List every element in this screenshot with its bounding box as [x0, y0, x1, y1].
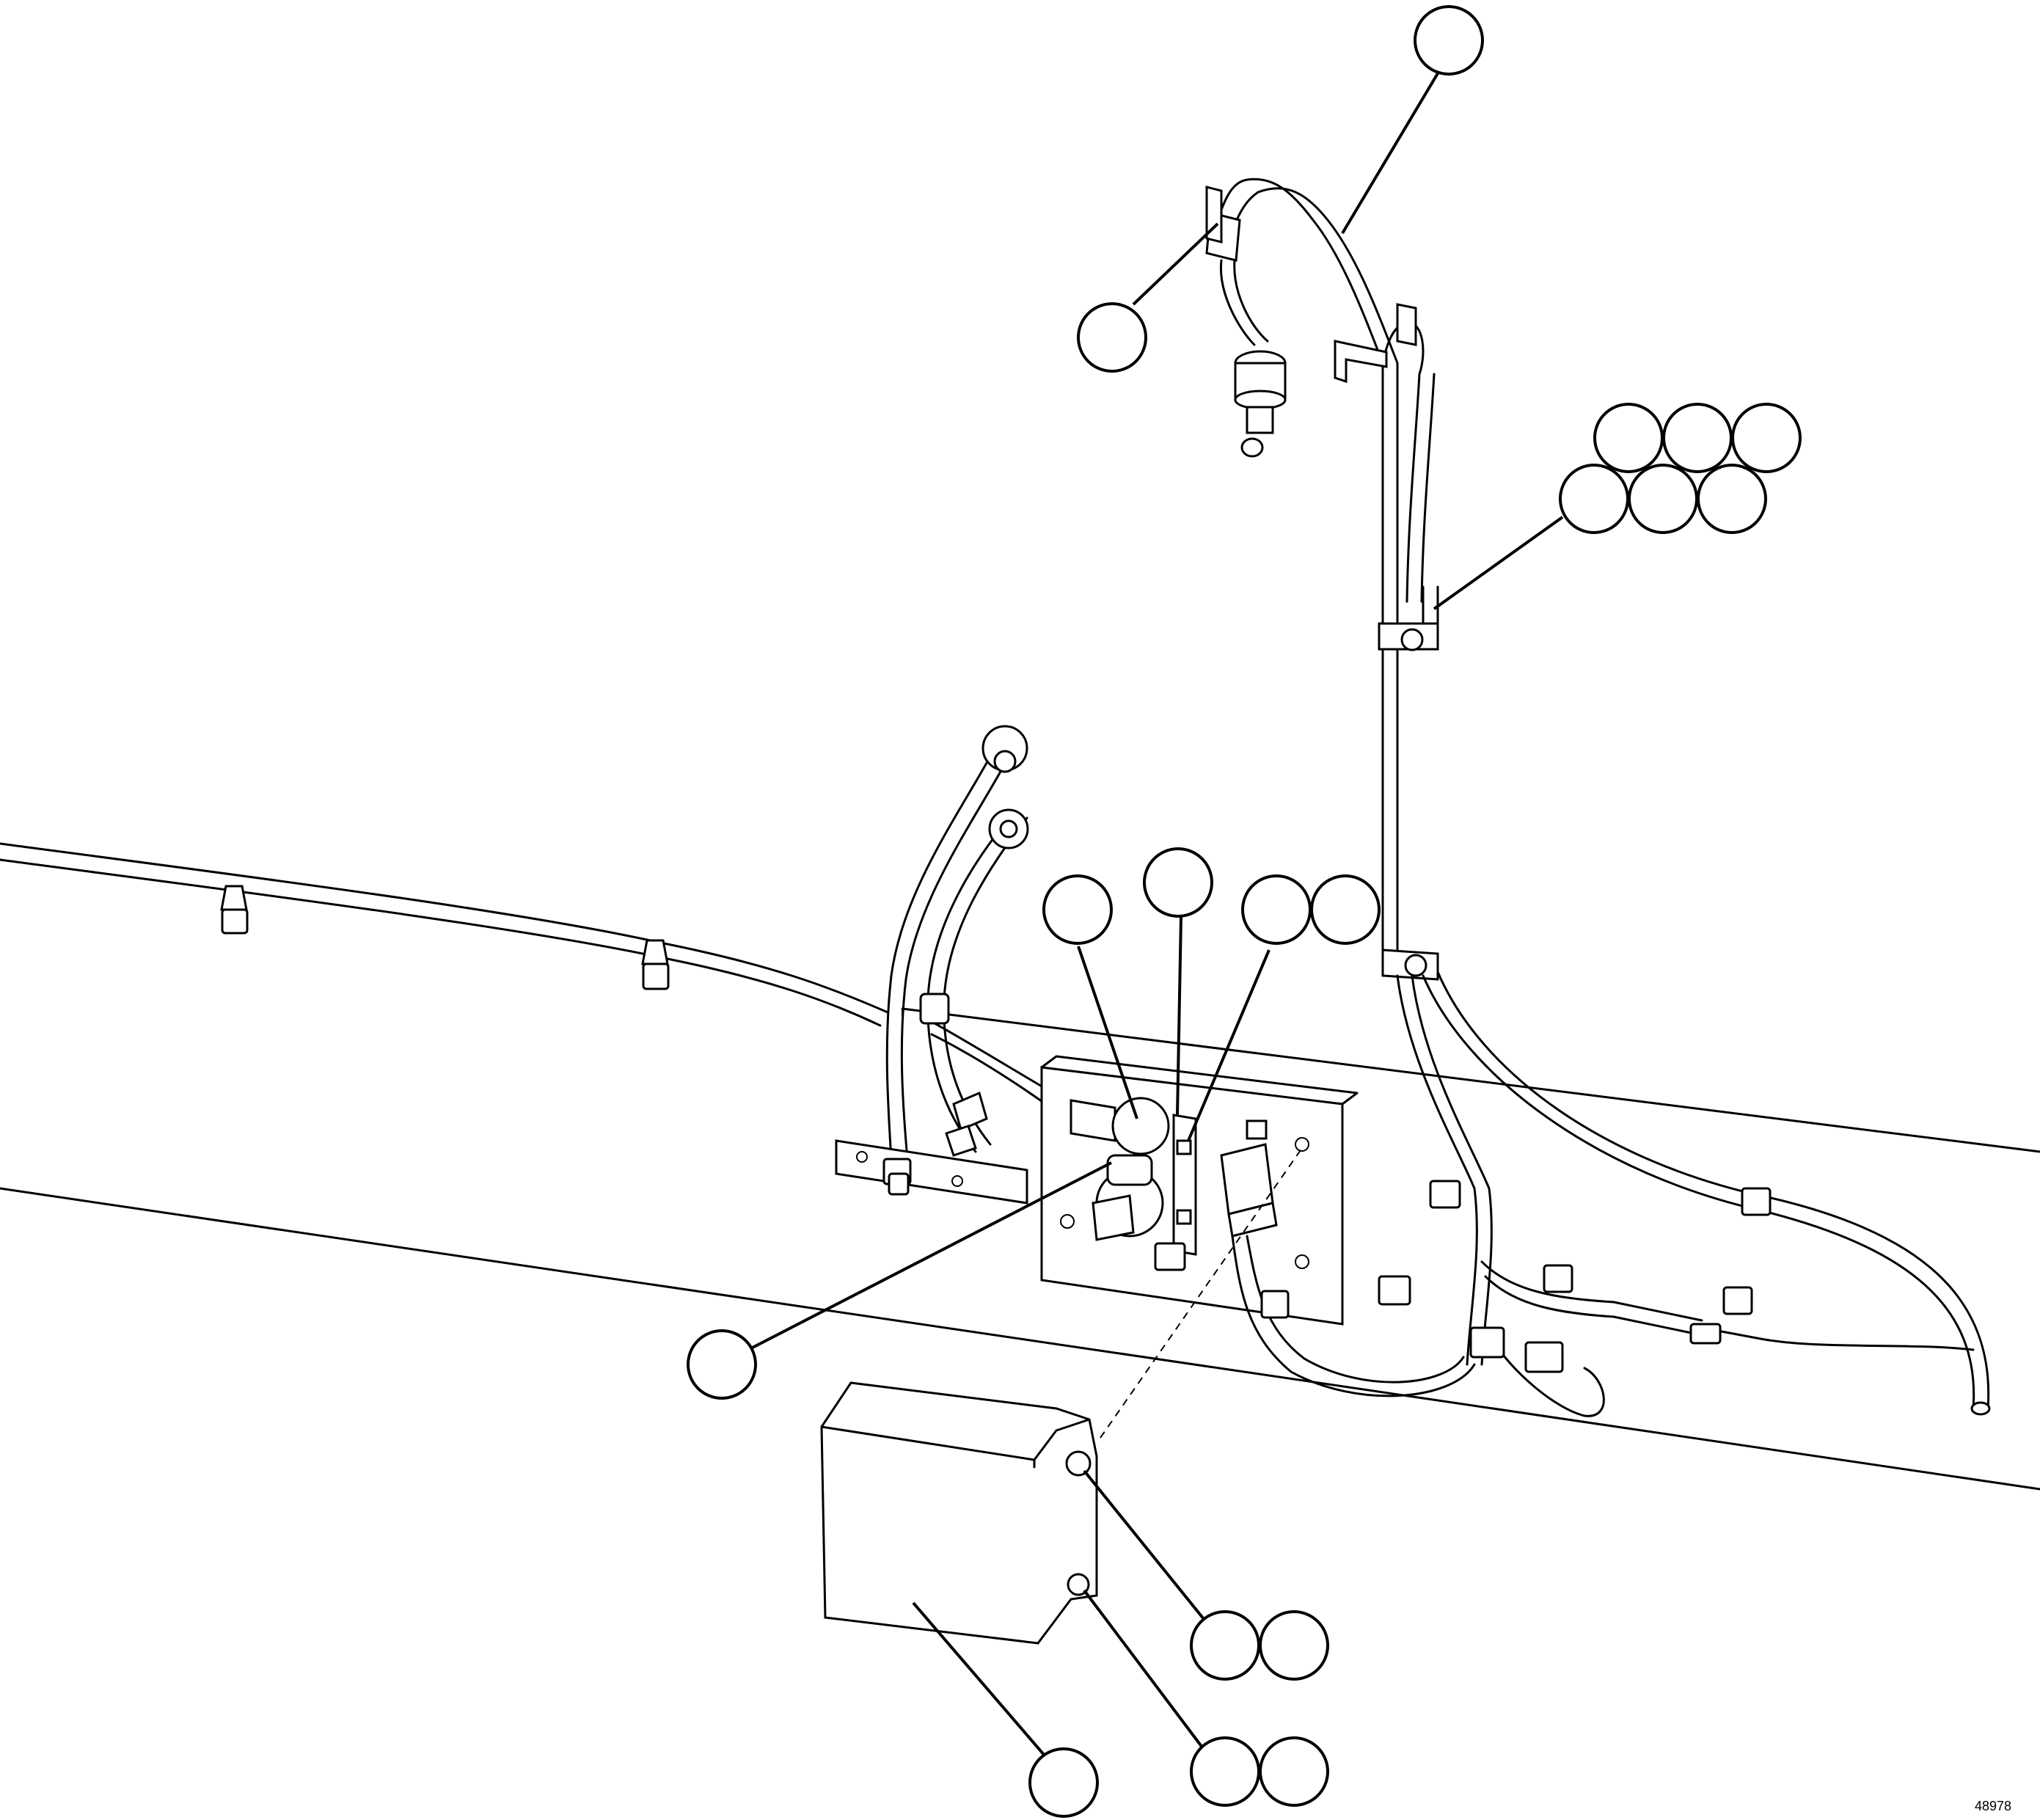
callout-circles [687, 5, 1802, 1818]
callout-leaders [747, 72, 1564, 1762]
callout-nut-upper-2 [1259, 1610, 1329, 1681]
callout-cover [1028, 1747, 1099, 1818]
left-harness [0, 842, 889, 1027]
callout-clip-2 [1662, 403, 1733, 473]
callout-nut-lower-1 [1190, 1736, 1260, 1807]
vertical-harness [1378, 362, 1991, 1417]
callout-valve [1042, 874, 1113, 945]
callout-clip-4 [1559, 464, 1629, 534]
valve-assembly [1070, 1097, 1476, 1397]
mounting-plate [1040, 1055, 1359, 1326]
callout-stud-1 [1241, 874, 1312, 945]
callout-bracket [1143, 847, 1213, 918]
figure-number: 48978 [1975, 1799, 2012, 1813]
callout-clip-6 [1697, 464, 1767, 534]
mount-bar [835, 1139, 1028, 1205]
callout-clip-5 [1628, 464, 1698, 534]
callout-sensor [1077, 302, 1147, 373]
callout-nut-upper-1 [1190, 1610, 1260, 1681]
callout-clip-1 [1593, 403, 1664, 473]
callout-top [1414, 5, 1484, 76]
callout-stud-2 [1310, 874, 1381, 945]
callout-fitting [687, 1329, 757, 1400]
cover-box [820, 1147, 1303, 1645]
battery-cables [885, 725, 1080, 1161]
top-harness [1205, 178, 1425, 458]
callout-clip-3 [1731, 403, 1802, 473]
callout-nut-lower-2 [1259, 1736, 1329, 1807]
